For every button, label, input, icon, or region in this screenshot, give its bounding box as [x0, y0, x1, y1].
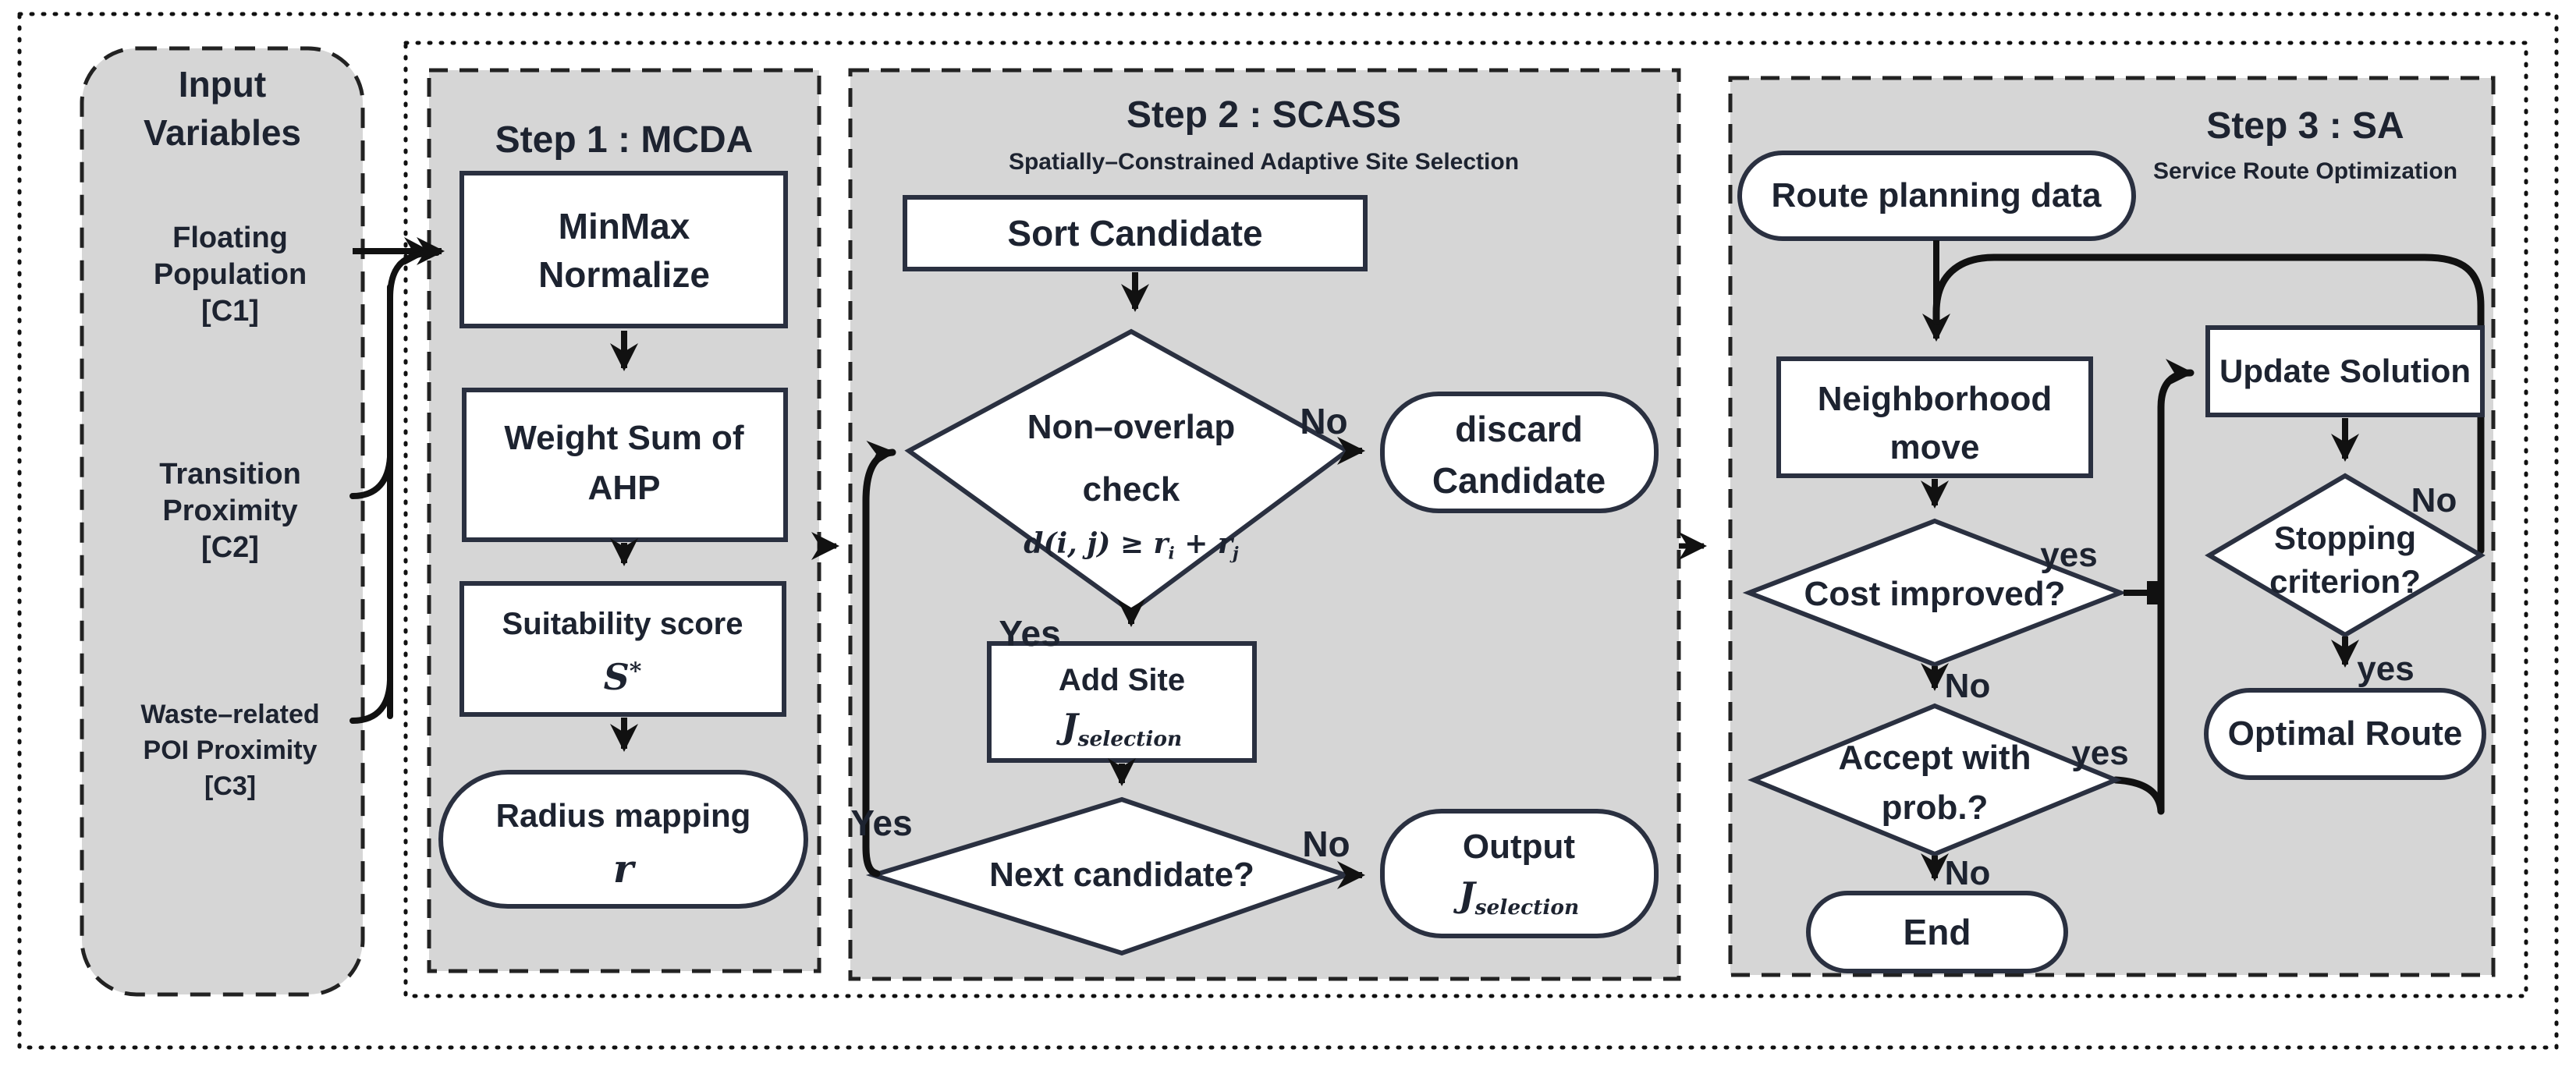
- input-panel-title-line1: Input: [178, 64, 267, 105]
- radius-math: r: [612, 845, 634, 892]
- radius-mapping-stadium: [438, 770, 808, 909]
- step2-subtitle: Spatially–Constrained Adaptive Site Sele…: [1008, 149, 1520, 175]
- c2-label: Proximity: [162, 495, 298, 527]
- step1-title: Step 1 : MCDA: [495, 119, 754, 161]
- check-label: check: [1082, 470, 1180, 509]
- output-stadium: [1380, 809, 1659, 938]
- minmax-label: MinMax: [558, 206, 690, 246]
- no-label: No: [1300, 401, 1348, 441]
- no-label: No: [1944, 854, 1991, 892]
- stopping-label: Stopping: [2274, 519, 2416, 556]
- discard-label: Candidate: [1432, 460, 1606, 501]
- yes-label: yes: [2040, 536, 2098, 574]
- c3-label: POI Proximity: [143, 736, 318, 765]
- stopping-criterion-diamond: [2205, 473, 2486, 638]
- accept-label: Accept with: [1838, 739, 2031, 777]
- j-symbol: J: [1061, 707, 1078, 747]
- s-symbol: S: [603, 656, 630, 698]
- accept-label: prob.?: [1881, 789, 1989, 827]
- loop-next-yes-to-check: [862, 440, 896, 877]
- discard-candidate-stadium: [1380, 392, 1659, 513]
- input-panel-title-line2: Variables: [143, 112, 302, 153]
- ahp-label: Weight Sum of: [504, 419, 744, 457]
- ahp-label: AHP: [587, 469, 661, 507]
- c2-label: [C2]: [201, 531, 259, 564]
- step3-subtitle: Service Route Optimization: [2152, 158, 2458, 184]
- minmax-label: Normalize: [538, 254, 710, 295]
- step2-title: Step 2 : SCASS: [1126, 94, 1402, 136]
- c3-label: [C3]: [204, 771, 257, 801]
- optimal-route-stadium: [2204, 688, 2486, 780]
- sort-candidate-box: [903, 195, 1368, 271]
- next-candidate-label: Next candidate?: [989, 856, 1254, 894]
- suitability-math: S*: [604, 659, 642, 695]
- optimal-route-label: Optimal Route: [2227, 714, 2463, 753]
- j-sub: selection: [1077, 726, 1183, 751]
- add-site-label: Add Site: [1058, 663, 1186, 697]
- no-label: No: [1302, 824, 1350, 864]
- s-sup: *: [629, 658, 642, 686]
- curve-c2-join: [349, 454, 393, 499]
- output-label: Output: [1462, 828, 1576, 866]
- stopping-label: criterion?: [2269, 563, 2421, 600]
- suitability-label: Suitability score: [502, 607, 743, 641]
- update-solution-box: [2205, 325, 2485, 417]
- check-formula: d(i, j) ≥ ri + rj: [1024, 530, 1238, 562]
- yes-label: yes: [2357, 650, 2415, 688]
- add-site-math: Jselection: [1062, 710, 1183, 751]
- c1-label: [C1]: [201, 295, 259, 328]
- end-label: End: [1903, 912, 1971, 952]
- formula-sub1: i: [1168, 544, 1175, 564]
- route-planning-label: Route planning data: [1771, 176, 2102, 214]
- update-solution-label: Update Solution: [2219, 353, 2471, 389]
- yes-label: Yes: [999, 613, 1061, 654]
- minmax-normalize-box: [459, 171, 788, 328]
- input-variables-panel: [80, 46, 365, 997]
- formula-sub2: j: [1232, 544, 1239, 564]
- outer-dotted-border: [17, 12, 2559, 1050]
- curve-c3-join: [349, 677, 393, 724]
- suitability-score-box: [459, 581, 786, 717]
- formula-pre: d(i, j) ≥ r: [1024, 526, 1169, 560]
- c1-label: Population: [153, 258, 307, 291]
- loop-stopping-no-to-neighborhood: [1932, 253, 2485, 555]
- check-label: Non–overlap: [1027, 408, 1236, 446]
- radius-label: Radius mapping: [495, 797, 751, 834]
- neighborhood-label: move: [1889, 428, 1980, 466]
- no-label: No: [1944, 667, 1991, 705]
- output-math: Jselection: [1458, 875, 1580, 920]
- sort-candidate-label: Sort Candidate: [1007, 213, 1263, 253]
- formula-mid: + r: [1174, 526, 1233, 560]
- end-stadium: [1806, 891, 2068, 973]
- curve-accept-yes: [2112, 776, 2165, 815]
- j-sub: selection: [1474, 895, 1580, 920]
- weight-sum-ahp-box: [462, 388, 788, 542]
- next-candidate-diamond: [865, 796, 1354, 956]
- yes-label: yes: [2071, 734, 2129, 772]
- steps-dotted-border: [403, 41, 2528, 998]
- neighborhood-label: Neighborhood: [1817, 380, 2053, 418]
- yes-label: Yes: [850, 803, 913, 843]
- c3-label: Waste–related: [140, 700, 320, 729]
- c2-label: Transition: [159, 458, 301, 491]
- neighborhood-move-box: [1776, 356, 2093, 478]
- collector-top-curve: [387, 250, 440, 301]
- j-symbol: J: [1458, 875, 1475, 916]
- junction-square-icon: [2147, 581, 2159, 604]
- route-planning-data-stadium: [1737, 151, 2136, 241]
- no-label: No: [2411, 481, 2457, 519]
- c1-label: Floating: [172, 222, 288, 254]
- line-yes-to-update: [2157, 359, 2195, 815]
- step3-title: Step 3 : SA: [2206, 105, 2404, 147]
- cost-improved-label: Cost improved?: [1804, 575, 2066, 613]
- discard-label: discard: [1455, 409, 1583, 449]
